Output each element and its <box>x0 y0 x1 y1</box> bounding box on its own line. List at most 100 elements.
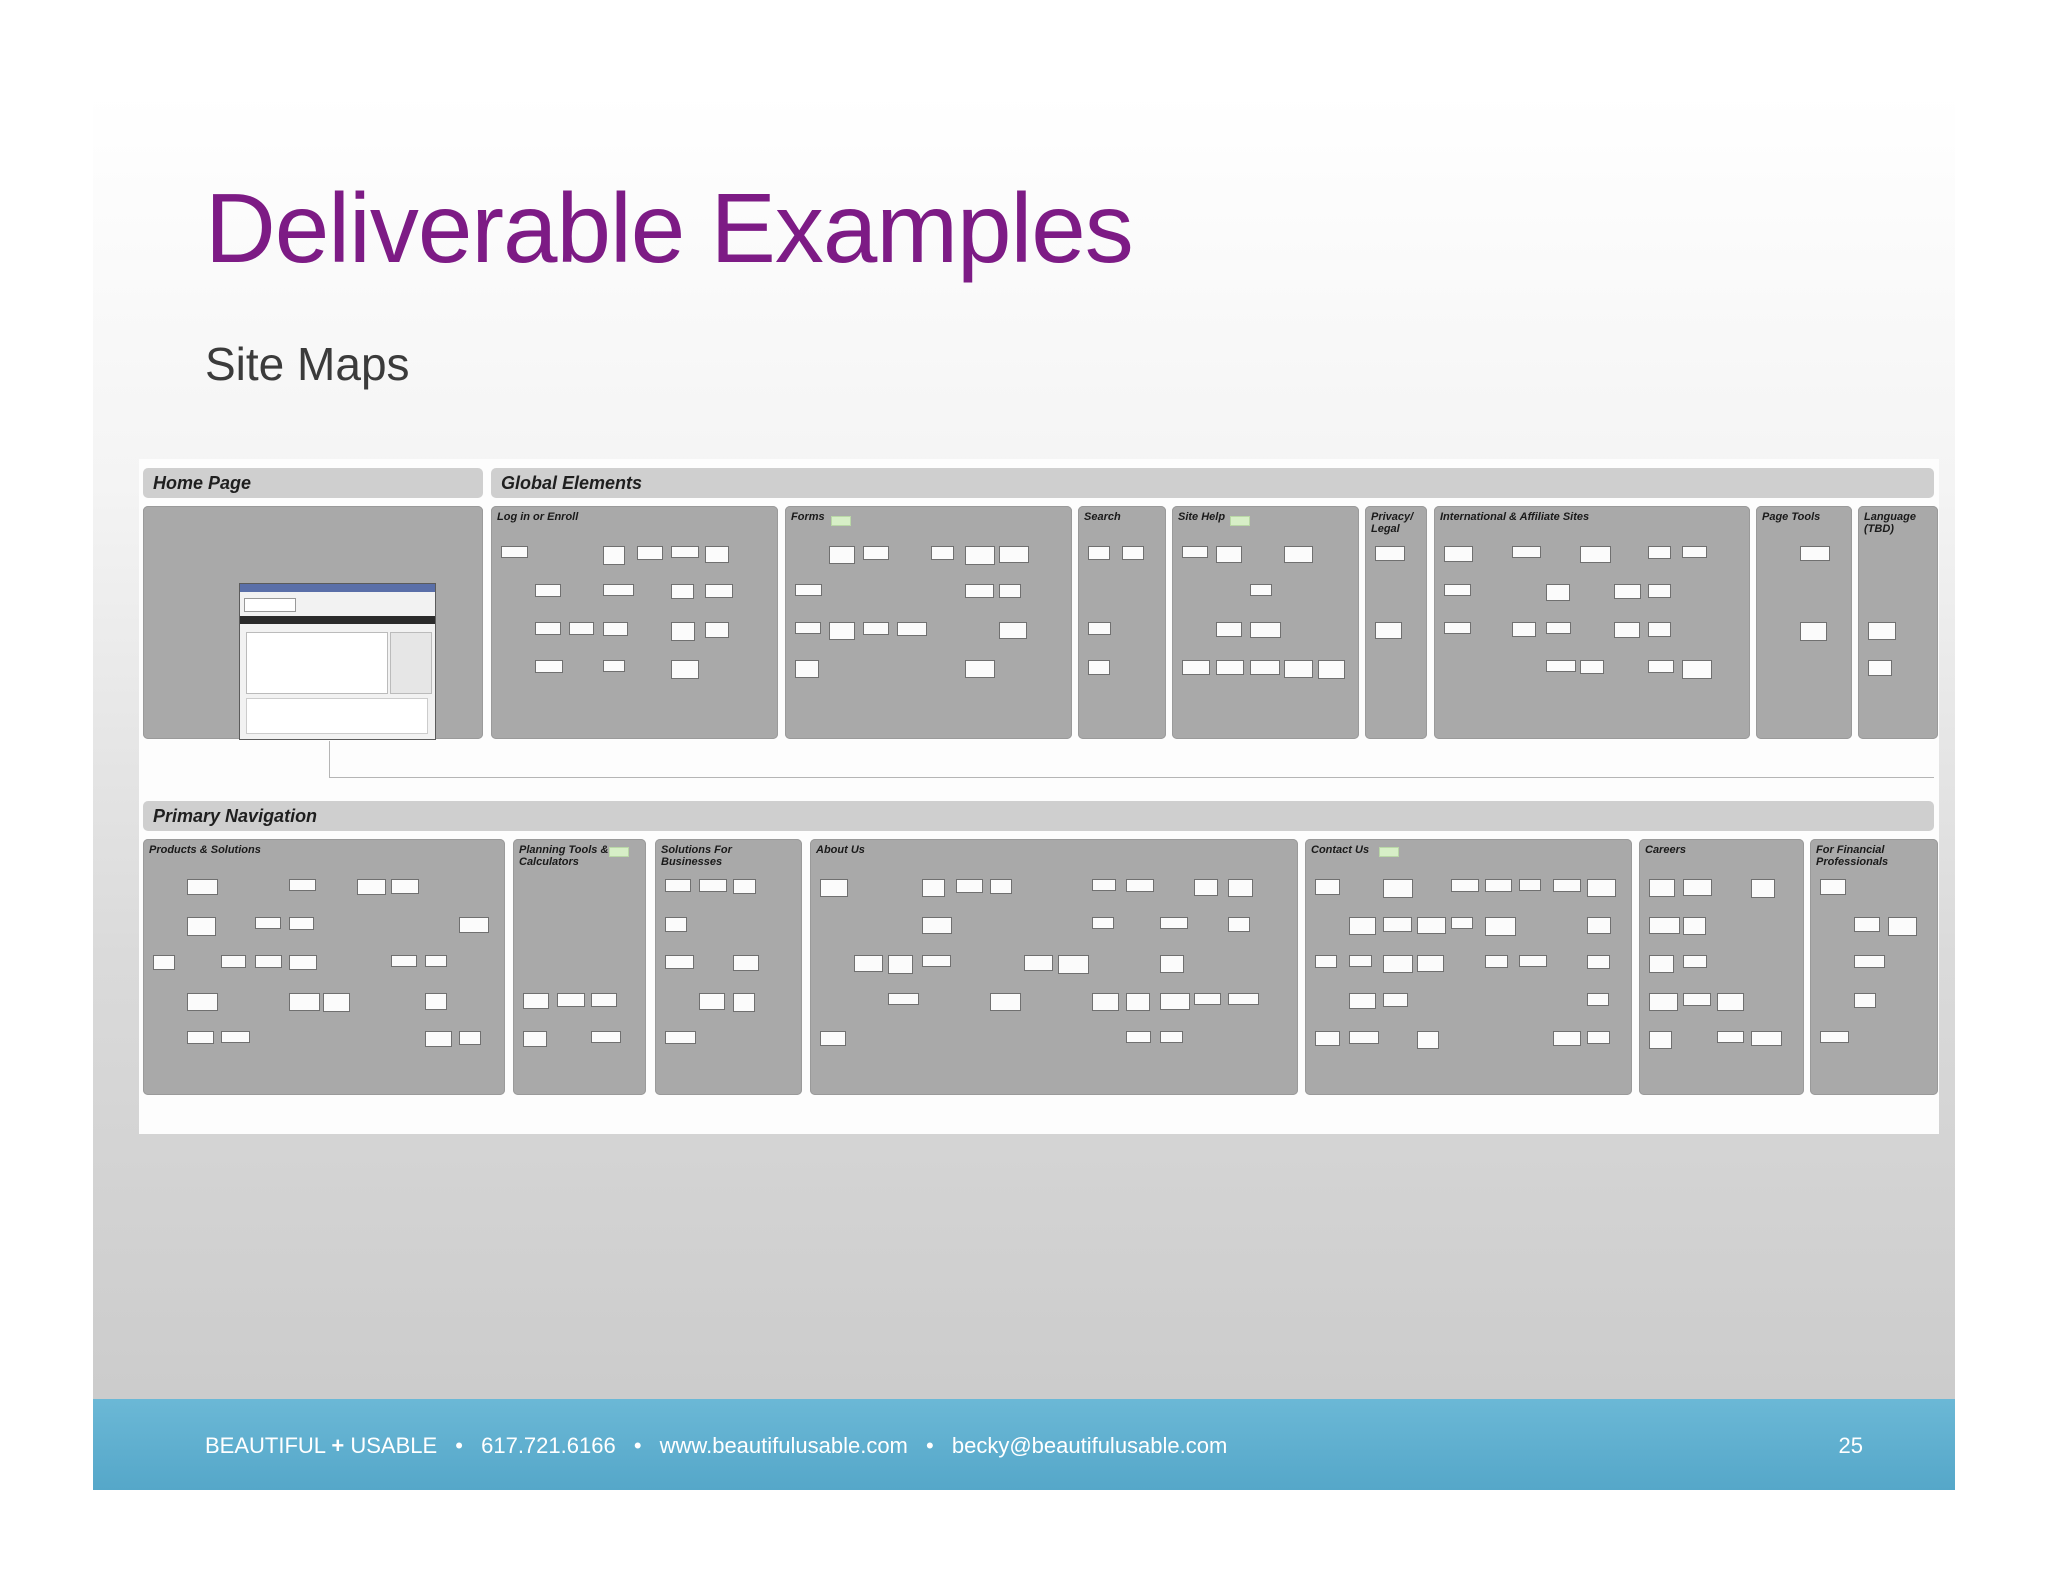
site-map-node <box>1512 546 1541 558</box>
site-map-node <box>535 622 561 635</box>
site-map-node <box>591 993 617 1007</box>
site-map-node <box>1315 955 1337 968</box>
site-map-node <box>637 546 663 560</box>
site-map-node <box>153 955 175 970</box>
panel-label: For Financial Professionals <box>1816 844 1889 868</box>
site-map-node <box>357 879 386 895</box>
site-map-node <box>829 622 855 640</box>
panel-label: Language (TBD) <box>1864 511 1916 535</box>
site-map-node <box>591 1031 621 1043</box>
site-map-node <box>1451 917 1473 929</box>
privacy-legal-panel: Privacy/ Legal <box>1365 506 1427 739</box>
site-map-node <box>699 993 725 1010</box>
site-map-node <box>965 584 994 598</box>
site-map-node <box>289 993 320 1011</box>
site-map-node <box>795 622 821 634</box>
site-map-node <box>501 546 528 558</box>
site-map-node <box>1092 993 1119 1011</box>
brand-name-left: BEAUTIFUL <box>205 1433 326 1458</box>
slide-subtitle: Site Maps <box>205 338 410 390</box>
new-badge <box>1230 516 1250 526</box>
site-map-node <box>1648 622 1671 637</box>
panel-label: Forms <box>791 511 825 523</box>
footer-email: becky@beautifulusable.com <box>951 1433 1228 1458</box>
site-map-node <box>1216 546 1242 563</box>
site-map-node <box>1126 1031 1151 1043</box>
site-map-node <box>1228 879 1253 897</box>
site-map-node <box>1349 917 1376 935</box>
site-map-node <box>1553 1031 1581 1046</box>
site-map-node <box>863 622 889 635</box>
site-map-node <box>323 993 350 1012</box>
site-map-node <box>1228 993 1259 1005</box>
site-map-node <box>1868 660 1892 676</box>
site-map-node <box>965 660 995 678</box>
site-map-node <box>1444 622 1471 634</box>
home-page-screenshot-thumbnail <box>239 583 436 740</box>
planning-tools-calculators-panel: Planning Tools & Calculators <box>513 839 646 1095</box>
site-map-node <box>1284 546 1313 563</box>
site-map-node <box>1383 955 1413 973</box>
site-map-node <box>795 584 822 596</box>
site-map-node <box>523 993 549 1009</box>
site-map-node <box>1250 622 1281 638</box>
site-map-node <box>1683 993 1711 1006</box>
new-badge <box>609 847 629 857</box>
home-page-panel <box>143 506 483 740</box>
new-badge <box>1379 847 1399 857</box>
site-map-node <box>888 955 913 974</box>
site-map-node <box>1349 1031 1379 1044</box>
site-map-node <box>671 546 699 558</box>
site-map-node <box>289 879 316 891</box>
site-map-node <box>1088 622 1111 635</box>
site-map-node <box>1614 622 1640 638</box>
connector-line <box>329 777 1934 778</box>
site-map-node <box>1126 993 1150 1011</box>
page-number: 25 <box>1838 1433 1863 1458</box>
site-map-node <box>854 955 883 972</box>
site-map-node <box>1614 584 1641 599</box>
solutions-for-businesses-panel: Solutions For Businesses <box>655 839 802 1095</box>
site-map-node <box>1648 584 1671 598</box>
site-map-node <box>1820 1031 1849 1043</box>
panel-label: Careers <box>1645 844 1686 856</box>
site-map-node <box>733 879 756 894</box>
site-map-node <box>733 955 759 971</box>
site-map-node <box>1417 917 1446 934</box>
footer-contact-line: BEAUTIFUL + USABLE • 617.721.6166 • www.… <box>205 1433 1227 1459</box>
site-map-node <box>255 955 282 968</box>
slide: Deliverable Examples Site Maps Home Page… <box>93 92 1955 1490</box>
site-map-node <box>1587 955 1610 969</box>
site-map-node <box>795 660 819 678</box>
site-map-node <box>1126 879 1154 892</box>
site-map-node <box>425 1031 452 1047</box>
site-map-node <box>1587 879 1616 897</box>
site-map-node <box>1683 879 1712 896</box>
site-map-node <box>221 1031 250 1043</box>
site-map-node <box>956 879 983 893</box>
panel-label: Search <box>1084 511 1121 523</box>
site-map-node <box>1546 584 1570 601</box>
site-map-node <box>671 660 699 679</box>
site-map-node <box>603 622 628 636</box>
site-map-node <box>931 546 954 560</box>
site-map-node <box>535 584 561 597</box>
site-map-node <box>1649 917 1680 934</box>
site-map-node <box>1854 917 1880 932</box>
bullet-separator: • <box>455 1433 463 1458</box>
products-solutions-panel: Products & Solutions <box>143 839 505 1095</box>
site-map-node <box>829 546 855 564</box>
panel-label: Solutions For Businesses <box>661 844 732 868</box>
site-map-node <box>523 1031 547 1047</box>
site-map-node <box>1648 660 1674 673</box>
site-map-node <box>1024 955 1053 971</box>
footer-phone: 617.721.6166 <box>481 1433 616 1458</box>
site-map-node <box>699 879 727 892</box>
site-map-node <box>1160 917 1188 929</box>
site-map-node <box>1182 546 1208 558</box>
panel-label: Products & Solutions <box>149 844 261 856</box>
site-map-node <box>1284 660 1313 678</box>
log-in-or-enroll-panel: Log in or Enroll <box>491 506 778 739</box>
site-map-node <box>1485 917 1516 936</box>
about-us-panel: About Us <box>810 839 1298 1095</box>
